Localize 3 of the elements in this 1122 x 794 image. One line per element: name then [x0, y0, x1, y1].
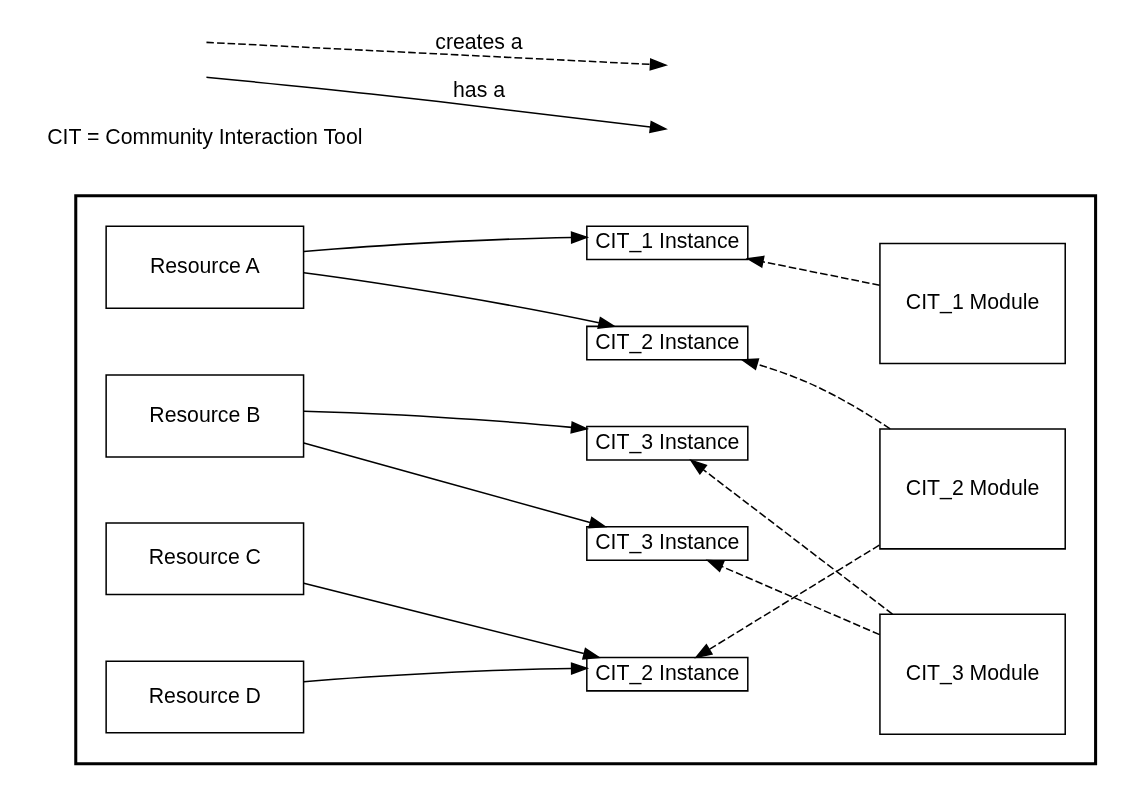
legend-label: has a: [453, 78, 505, 103]
legend-label: creates a: [435, 29, 523, 54]
label: CIT = Community Interaction Tool: [47, 124, 363, 149]
